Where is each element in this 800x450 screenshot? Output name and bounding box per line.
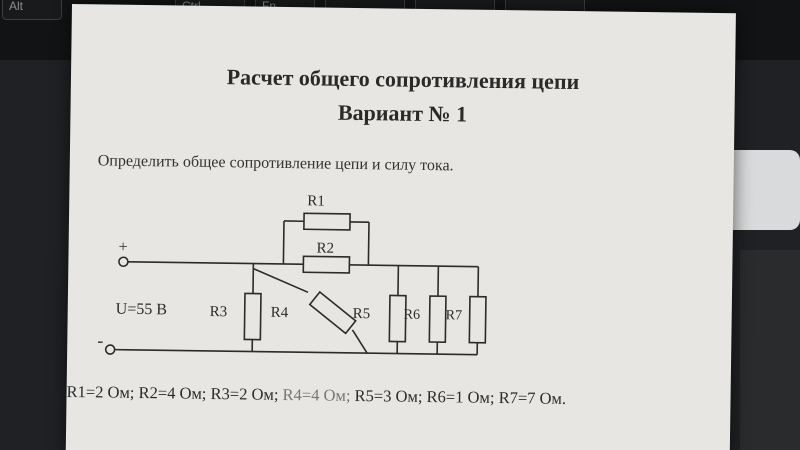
- label-r1: R1: [307, 193, 325, 209]
- terminal-minus: [104, 344, 116, 355]
- value-r7: R7=7 Ом.: [498, 387, 567, 408]
- label-voltage: U=55 В: [116, 301, 167, 319]
- label-r4: R4: [271, 305, 289, 321]
- value-r2: R2=4 Ом;: [138, 382, 207, 403]
- resistor-r1: [303, 212, 351, 231]
- resistor-r2: [302, 255, 351, 274]
- resistor-r5: [428, 295, 447, 344]
- value-r4: R4=4 Ом;: [282, 384, 351, 405]
- label-r3: R3: [210, 304, 228, 320]
- wire-r1-right: [367, 222, 370, 266]
- resistor-r7: [468, 295, 487, 344]
- value-r3: R3=2 Ом;: [210, 383, 279, 404]
- value-r5: R5=3 Ом;: [354, 385, 423, 406]
- value-r1: R1=2 Ом;: [66, 381, 135, 402]
- wire-r1-left: [282, 220, 285, 264]
- resistor-r3: [243, 292, 262, 341]
- label-r2: R2: [316, 240, 334, 256]
- resistor-r4: [308, 290, 357, 335]
- label-plus: +: [118, 239, 127, 256]
- background-shadow: [740, 250, 800, 450]
- terminal-plus: [118, 256, 129, 268]
- label-r6: R6: [404, 308, 421, 323]
- label-r7: R7: [446, 308, 463, 323]
- label-r5: R5: [353, 306, 371, 322]
- label-minus: -: [97, 330, 103, 350]
- wire-bottom: [115, 348, 478, 356]
- key-alt: Alt: [2, 0, 62, 20]
- value-r6: R6=1 Ом;: [426, 386, 495, 407]
- key-label-alt: Alt: [9, 0, 24, 13]
- worksheet-paper: Расчет общего сопротивления цепи Вариант…: [65, 4, 736, 450]
- circuit-diagram: + - U=55 В R1 R2 R3 R4 R5 R6 R7: [97, 193, 487, 356]
